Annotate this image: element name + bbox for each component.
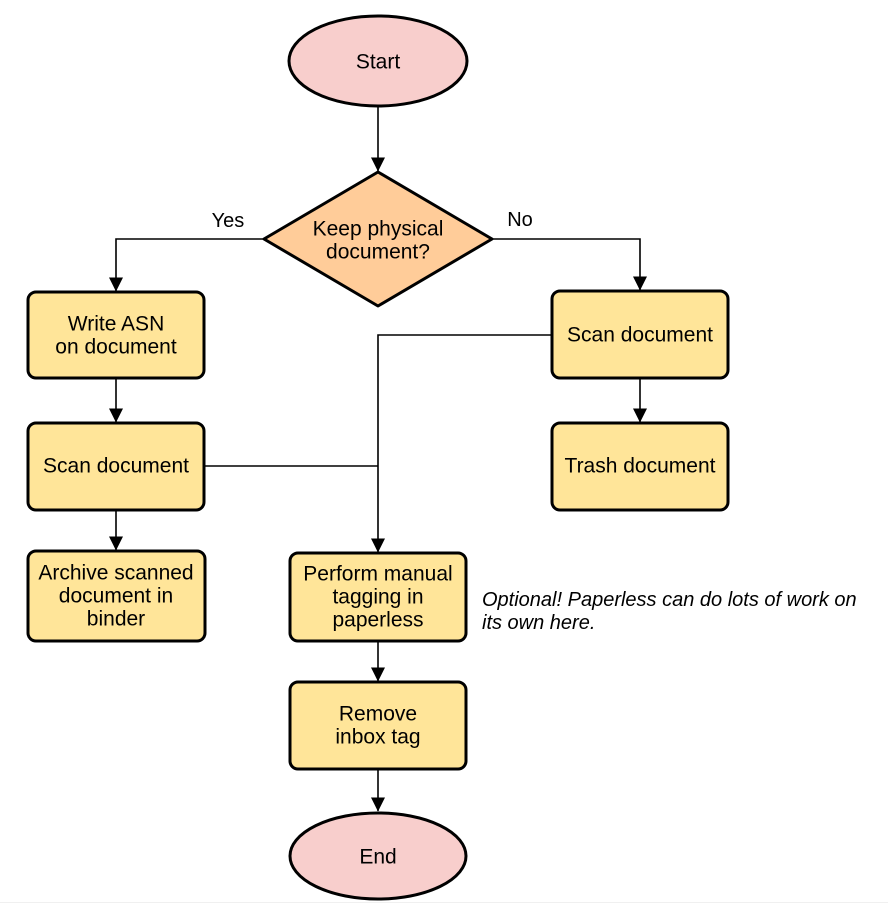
node-remove-inbox-tag — [288, 680, 468, 771]
node-scan-document-right-label: Scan document — [567, 324, 713, 347]
node-archive-binder-label-line2: document in — [59, 585, 173, 608]
node-decision-label-line1: Keep physical — [313, 218, 444, 241]
node-end-label: End — [359, 846, 396, 869]
node-remove-inbox-tag-label-line2: inbox tag — [335, 726, 420, 749]
edge-label-no: No — [507, 209, 533, 231]
node-start-label: Start — [356, 51, 401, 74]
annotation-note-line1: Optional! Paperless can do lots of work … — [482, 589, 857, 611]
node-scan-document-right — [550, 289, 730, 380]
node-start — [287, 14, 469, 108]
edge-merge-to-tagging — [371, 334, 552, 553]
annotation-note-line2: its own here. — [482, 612, 595, 634]
node-decision-keep-physical — [262, 170, 494, 308]
node-archive-binder — [26, 549, 207, 643]
node-remove-inbox-tag-label-line1: Remove — [339, 703, 417, 726]
node-write-asn — [26, 290, 206, 380]
bottom-divider — [0, 902, 888, 903]
node-scan-document-left-label: Scan document — [43, 455, 189, 478]
edge-decision-no-to-scan-right — [490, 238, 647, 291]
node-archive-binder-label-line3: binder — [87, 608, 145, 631]
node-end — [288, 811, 468, 901]
node-trash-document-label: Trash document — [565, 455, 716, 478]
edge-label-yes: Yes — [212, 210, 245, 232]
node-scan-document-left — [26, 421, 206, 512]
node-manual-tagging — [288, 551, 468, 643]
node-write-asn-label-line1: Write ASN — [68, 313, 164, 336]
edge-decision-yes-to-write-asn — [109, 238, 266, 292]
node-archive-binder-label-line1: Archive scanned — [38, 562, 193, 585]
node-manual-tagging-label-line3: paperless — [332, 609, 423, 632]
node-trash-document — [550, 421, 730, 512]
node-manual-tagging-label-line2: tagging in — [332, 586, 423, 609]
node-decision-label-line2: document? — [326, 241, 430, 264]
node-manual-tagging-label-line1: Perform manual — [303, 563, 452, 586]
node-write-asn-label-line2: on document — [55, 336, 177, 359]
